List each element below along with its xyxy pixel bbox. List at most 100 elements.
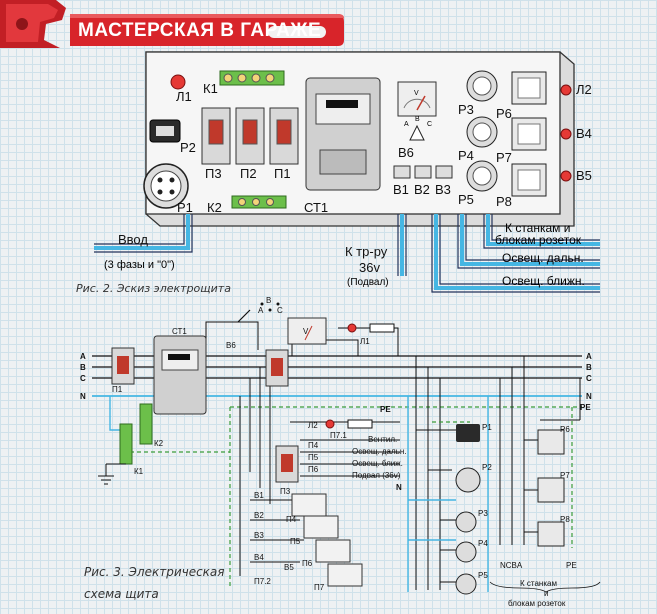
s-label-sw-c: C	[277, 306, 283, 315]
label-k2: К2	[207, 200, 222, 215]
panel-caption: Рис. 2. Эскиз электрощита	[76, 282, 231, 295]
s-label-st1: СТ1	[172, 327, 187, 336]
lamp-l2-icon	[560, 84, 572, 96]
bus-b-right: B	[586, 363, 592, 372]
socket-r1-icon	[456, 424, 480, 442]
s-label-p5: П5	[308, 453, 319, 462]
s-label-p1: П1	[112, 385, 123, 394]
s-label-r6: Р6	[560, 425, 570, 434]
label-b1: В1	[393, 182, 409, 197]
label-p2-breaker: П2	[240, 166, 257, 181]
label-p8: Р8	[496, 194, 512, 209]
s-out-far: Освещ. дальн.	[352, 447, 406, 456]
s-bottom-l2: и	[544, 589, 548, 598]
s-out-basement: Подвал (36v)	[352, 471, 401, 480]
output-machines-2: блокам розеток	[495, 233, 582, 247]
output-light-far: Освещ. дальн.	[502, 251, 584, 265]
s-label-k1: К1	[134, 467, 144, 476]
label-p1-breaker: П1	[274, 166, 291, 181]
lamp-l2-schematic-icon	[325, 419, 335, 429]
label-l2: Л2	[576, 82, 592, 97]
label-p2: Р2	[180, 140, 196, 155]
s-label-meter: V	[303, 327, 309, 336]
schematic-caption-1: Рис. 3. Электрическая	[84, 565, 225, 579]
label-b2: В2	[414, 182, 430, 197]
label-k1: К1	[203, 81, 218, 96]
socket-r4-icon	[455, 541, 477, 563]
bus-a-right: A	[586, 352, 592, 361]
bus-a-left: A	[80, 352, 86, 361]
s-label-pe-bottom: PE	[566, 561, 577, 570]
label-p3-breaker: П3	[205, 166, 222, 181]
bus-b-left: B	[80, 363, 86, 372]
s-label-sw-a: A	[258, 306, 264, 315]
label-meter-scale: V	[414, 90, 419, 97]
bus-n-left: N	[80, 392, 86, 401]
s-out-n: N	[396, 483, 402, 492]
resistor-l2	[347, 419, 373, 429]
meter-st1	[153, 335, 207, 415]
schematic-pe-wiring	[130, 407, 573, 588]
panel-sketch: Л1 К1 Р2 П3 П2 П1 Р1 К2 СТ1 V A B C В6 В…	[76, 51, 600, 295]
terminal-k1-schematic	[119, 423, 133, 465]
label-l1: Л1	[176, 89, 192, 104]
voltmeter-schematic-icon	[287, 317, 327, 345]
output-trans-volt: 36v	[359, 260, 380, 275]
bus-n-right: N	[586, 392, 592, 401]
lamp-l1-schematic-icon	[347, 323, 357, 333]
socket-r8-icon	[537, 521, 565, 547]
output-light-near: Освещ. ближн.	[502, 274, 585, 288]
label-p7: Р7	[496, 150, 512, 165]
s-label-p7-2: П7.2	[254, 577, 271, 586]
label-p1-socket: Р1	[177, 200, 193, 215]
s-bottom-l1: К станкам	[520, 579, 557, 588]
s-label-r2: Р2	[482, 463, 492, 472]
output-input-main: Ввод	[118, 232, 148, 247]
socket-r3-icon	[455, 511, 477, 533]
s-label-p7: П7	[314, 583, 325, 592]
label-b3: В3	[435, 182, 451, 197]
s-bottom-l3: блокам розеток	[508, 599, 566, 608]
s-label-p7-1: П7.1	[330, 431, 347, 440]
s-label-b3: В3	[254, 531, 264, 540]
label-p5: Р5	[458, 192, 474, 207]
lamp-l1-icon	[170, 74, 186, 90]
button-b5-icon	[560, 170, 572, 182]
schematic-wiring	[205, 321, 581, 590]
contactors	[291, 493, 363, 587]
schematic: A B C N A B C N PE СТ1 В6 V A B C Л1 П1 …	[80, 296, 601, 608]
output-brace	[489, 581, 601, 593]
s-label-k2: К2	[154, 439, 164, 448]
s-out-pe: PE	[380, 405, 391, 414]
label-p3: Р3	[458, 102, 474, 117]
label-st1: СТ1	[304, 200, 328, 215]
label-b4: В4	[576, 126, 592, 141]
socket-r5-icon	[455, 573, 477, 595]
wrench-logo	[0, 0, 344, 48]
s-label-b5: В5	[284, 563, 294, 572]
s-label-r5: Р5	[478, 571, 488, 580]
label-b5: В5	[576, 168, 592, 183]
socket-r2-icon	[455, 467, 481, 493]
s-out-near: Освещ. ближ.	[352, 459, 403, 468]
breaker-group	[201, 107, 299, 165]
bus-c-left: C	[80, 374, 86, 383]
s-label-l1: Л1	[360, 337, 370, 346]
label-p6: Р6	[496, 106, 512, 121]
s-label-b2: В2	[254, 511, 264, 520]
s-label-p3: П3	[280, 487, 291, 496]
label-sw-c: C	[427, 121, 432, 128]
ground-icon	[98, 463, 126, 485]
output-wires	[94, 214, 600, 290]
switch-b6-icon	[237, 309, 251, 323]
terminal-k1-screws	[223, 73, 275, 83]
label-sw-a: A	[404, 121, 409, 128]
output-trans-sub: (Подвал)	[347, 277, 389, 288]
s-label-b1: В1	[254, 491, 264, 500]
header-banner: МАСТЕРСКАЯ В ГАРАЖЕ	[0, 0, 345, 48]
schematic-caption-2: схема щита	[84, 587, 159, 601]
s-label-c-p4: П4	[286, 515, 297, 524]
s-label-sw-b: B	[266, 296, 271, 305]
s-out-vent: Вентил.	[368, 435, 397, 444]
